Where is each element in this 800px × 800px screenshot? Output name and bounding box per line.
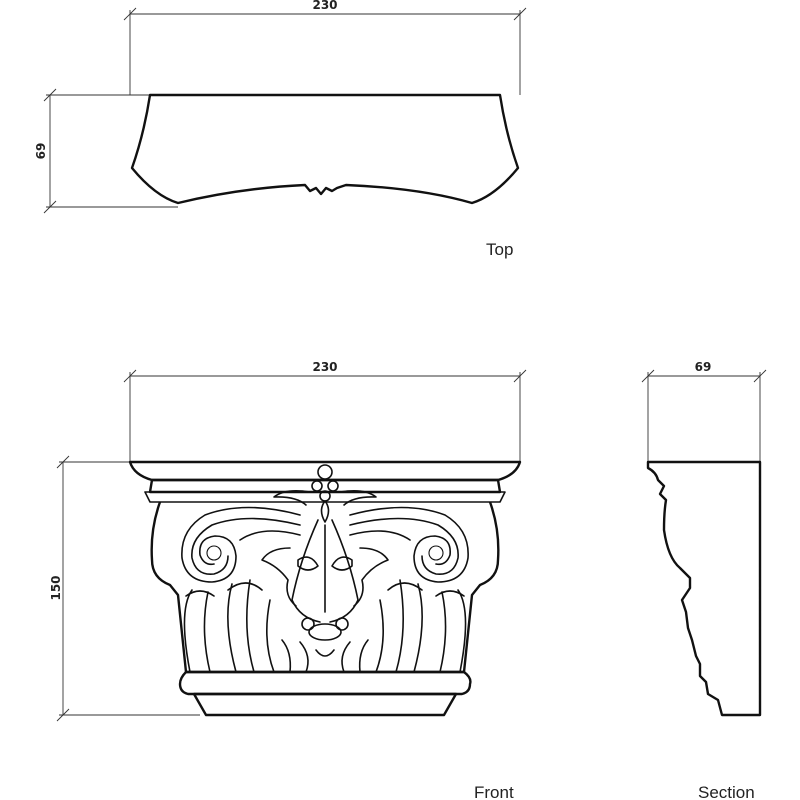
- front-height-dimension: 150: [49, 455, 200, 722]
- front-width-label: 230: [312, 360, 337, 374]
- top-view-label: Top: [486, 240, 513, 259]
- abacus: [128, 460, 522, 503]
- section-depth-label: 69: [695, 360, 712, 374]
- central-foliage: [261, 519, 389, 641]
- top-width-dimension: 230: [123, 0, 527, 95]
- abacus-flower: [273, 464, 377, 523]
- front-height-label: 150: [49, 575, 63, 600]
- right-volute: [349, 506, 469, 583]
- section-view-label: Section: [698, 783, 755, 800]
- section-view: 69 Section: [641, 360, 767, 800]
- lower-acanthus-leaves: [183, 579, 467, 673]
- top-depth-dimension: 69: [34, 88, 178, 214]
- front-view-label: Front: [474, 783, 514, 800]
- top-width-label: 230: [312, 0, 337, 12]
- left-volute: [181, 506, 301, 583]
- section-profile: [646, 460, 762, 717]
- top-depth-label: 69: [34, 143, 48, 160]
- top-outline: [130, 93, 520, 205]
- top-view: 230 69 Top: [34, 0, 527, 259]
- front-width-dimension: 230: [123, 360, 527, 462]
- base-moulding: [178, 670, 472, 717]
- section-depth-dimension: 69: [641, 360, 767, 462]
- front-view: 230 150: [49, 360, 527, 800]
